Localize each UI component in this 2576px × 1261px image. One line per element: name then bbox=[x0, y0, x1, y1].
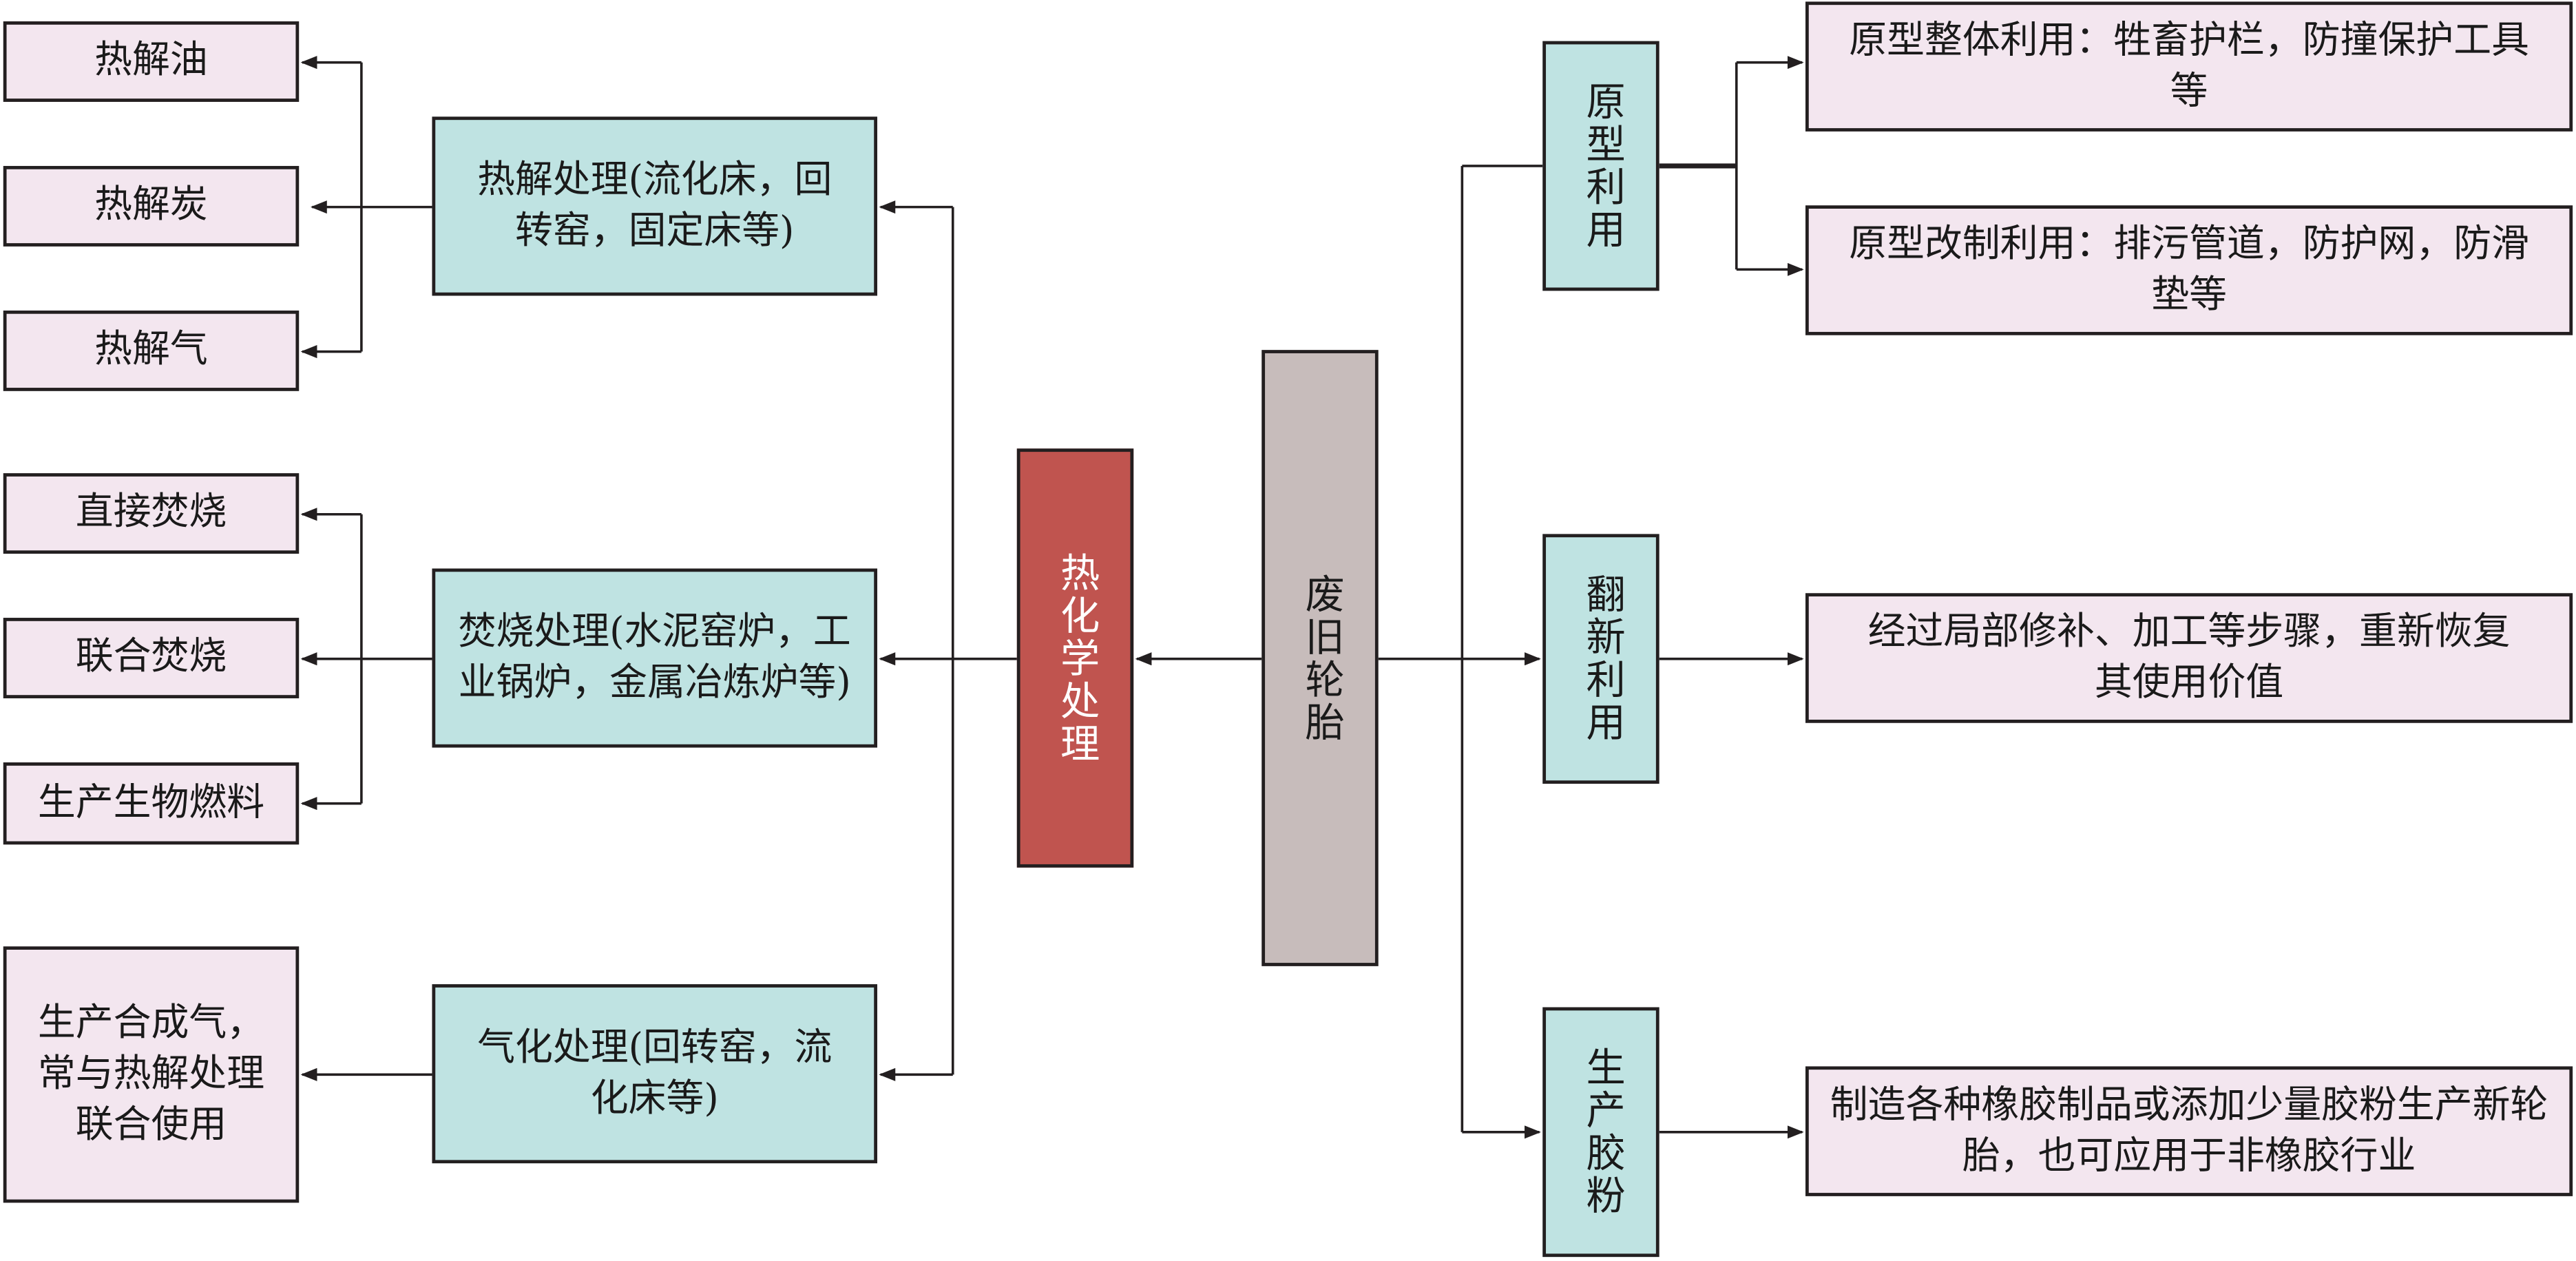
label: 热解炭 bbox=[94, 184, 208, 227]
output-co-incineration: 联合焚烧 bbox=[3, 618, 300, 698]
process-pyrolysis: 热解处理(流化床，回转窑，固定床等) bbox=[432, 116, 878, 296]
label: 热解油 bbox=[94, 39, 208, 83]
label: 联合焚烧 bbox=[75, 636, 227, 679]
label: 热解气 bbox=[94, 329, 208, 372]
output-pyrolysis-char: 热解炭 bbox=[3, 165, 300, 247]
label: 经过局部修补、加工等步骤，重新恢复其使用价值 bbox=[1867, 610, 2511, 705]
method-rubber-powder: 生产胶粉 bbox=[1542, 1007, 1659, 1258]
output-biofuel: 生产生物燃料 bbox=[3, 762, 300, 845]
thermochemical-treatment: 热化学处理 bbox=[1016, 448, 1134, 868]
label: 焚烧处理(水泥窑炉，工业锅炉，金属冶炼炉等) bbox=[458, 610, 851, 705]
waste-tire: 废旧轮胎 bbox=[1261, 350, 1379, 966]
output-pyrolysis-gas: 热解气 bbox=[3, 310, 300, 391]
label: 生产胶粉 bbox=[1578, 1046, 1625, 1218]
method-prototype-use: 原型利用 bbox=[1542, 41, 1659, 291]
output-retread: 经过局部修补、加工等步骤，重新恢复其使用价值 bbox=[1805, 593, 2573, 723]
method-retreading: 翻新利用 bbox=[1542, 534, 1659, 784]
label: 翻新利用 bbox=[1578, 573, 1625, 744]
label: 生产合成气，常与热解处理联合使用 bbox=[37, 1001, 265, 1147]
label: 气化处理(回转窑，流化床等) bbox=[477, 1025, 833, 1120]
label: 直接焚烧 bbox=[75, 491, 227, 534]
output-syngas: 生产合成气，常与热解处理联合使用 bbox=[3, 946, 300, 1203]
process-incineration: 焚烧处理(水泥窑炉，工业锅炉，金属冶炼炉等) bbox=[432, 568, 878, 748]
label: 原型整体利用：牲畜护栏，防撞保护工具等 bbox=[1849, 19, 2529, 113]
label: 热化学处理 bbox=[1053, 551, 1100, 765]
output-modified-use: 原型改制利用：排污管道，防护网，防滑垫等 bbox=[1805, 205, 2573, 335]
label: 废旧轮胎 bbox=[1297, 572, 1344, 744]
output-pyrolysis-oil: 热解油 bbox=[3, 21, 300, 102]
label: 原型利用 bbox=[1578, 80, 1625, 252]
label: 原型改制利用：排污管道，防护网，防滑垫等 bbox=[1849, 222, 2529, 317]
output-whole-use: 原型整体利用：牲畜护栏，防撞保护工具等 bbox=[1805, 1, 2573, 132]
label: 制造各种橡胶制品或添加少量胶粉生产新轮胎，也可应用于非橡胶行业 bbox=[1830, 1083, 2548, 1178]
label: 热解处理(流化床，回转窑，固定床等) bbox=[477, 158, 833, 253]
process-gasification: 气化处理(回转窑，流化床等) bbox=[432, 984, 878, 1164]
label: 生产生物燃料 bbox=[37, 781, 265, 824]
output-direct-incineration: 直接焚烧 bbox=[3, 473, 300, 554]
output-rubber-products: 制造各种橡胶制品或添加少量胶粉生产新轮胎，也可应用于非橡胶行业 bbox=[1805, 1066, 2573, 1196]
